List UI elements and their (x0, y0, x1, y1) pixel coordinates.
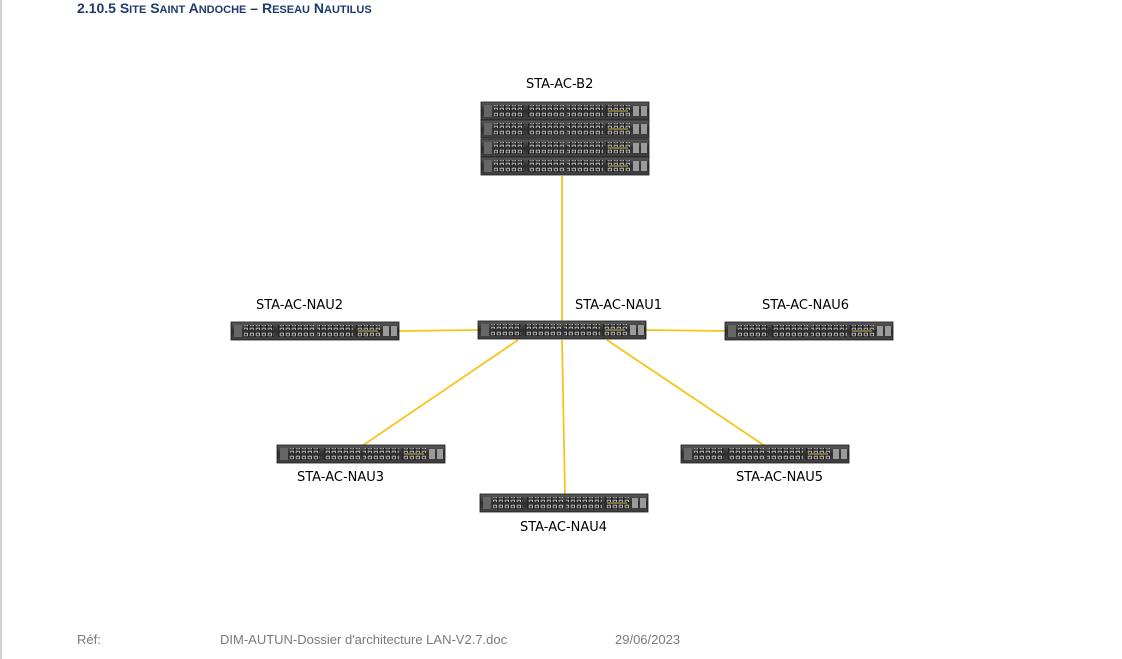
footer-date: 29/06/2023 (615, 632, 681, 647)
heading-word-3-rest: NDOCHE (198, 4, 247, 16)
heading-word-3-cap: A (188, 0, 199, 16)
link-nau1-nau6 (644, 329, 728, 332)
switch-nau2 (230, 321, 400, 341)
heading-word-1-rest: ITE (129, 4, 147, 16)
switch-nau4 (479, 493, 649, 513)
heading-dash: – (250, 0, 259, 16)
heading-word-2-cap: S (150, 0, 160, 16)
node-label-b2: STA-AC-B2 (526, 77, 594, 92)
node-label-nau3: STA-AC-NAU3 (297, 470, 385, 485)
heading-word-1-cap: S (119, 0, 130, 16)
link-nau1-nau5 (606, 339, 766, 447)
switch-nau1 (477, 320, 647, 340)
section-number: 2.10.5 (77, 0, 116, 16)
switch-nau5 (680, 444, 850, 464)
switch-nau3 (276, 444, 446, 464)
heading-word-5-rest: AUTILUS (324, 4, 372, 16)
heading-word-2-rest: AINT (159, 4, 186, 16)
heading-word-4-rest: ESEAU (272, 4, 310, 16)
switch-nau6 (724, 321, 894, 341)
link-nau1-nau2 (397, 329, 481, 332)
link-nau1-nau3 (361, 339, 519, 447)
heading-word-5-cap: N (313, 0, 324, 16)
footer-ref-label: Réf: (77, 632, 101, 647)
node-label-nau6: STA-AC-NAU6 (762, 298, 850, 313)
node-label-nau5: STA-AC-NAU5 (736, 470, 824, 485)
link-nau1-nau4 (561, 339, 566, 495)
page-left-border (0, 0, 2, 659)
heading-word-4-cap: R (261, 0, 273, 16)
node-label-nau4: STA-AC-NAU4 (520, 520, 608, 535)
node-label-nau1: STA-AC-NAU1 (575, 298, 663, 313)
footer-document-name: DIM-AUTUN-Dossier d'architecture LAN-V2.… (220, 632, 508, 647)
section-heading: 2.10.5 SITE SAINT ANDOCHE – RESEAU NAUTI… (77, 0, 372, 16)
node-label-nau2: STA-AC-NAU2 (256, 298, 344, 313)
switch-stack-b2 (480, 101, 650, 176)
network-links (361, 176, 766, 495)
